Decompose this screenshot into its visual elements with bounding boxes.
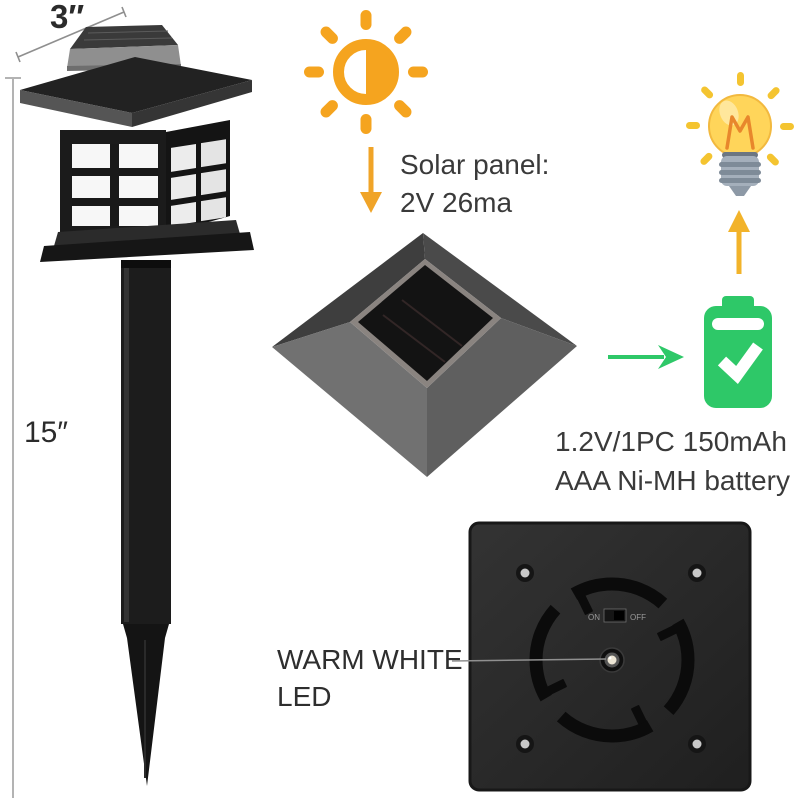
led-pointer-line: [451, 658, 607, 662]
sun-icon: [304, 10, 428, 134]
solar-panel-spec-line1: Solar panel:: [400, 149, 550, 180]
lantern-panes-side: [171, 139, 226, 226]
screw-icons: [516, 564, 706, 753]
pathway-light-illustration: [20, 25, 254, 786]
battery-spec-line1: 1.2V/1PC 150mAh: [555, 426, 787, 457]
solar-panel-spec-text: Solar panel: 2V 26ma: [400, 146, 549, 222]
battery-icon: [704, 296, 772, 408]
width-dimension-label: 3″: [50, 0, 85, 35]
power-switch: ON OFF: [588, 608, 646, 623]
checkmark-icon: [717, 342, 763, 385]
led-indicator: [599, 647, 625, 673]
battery-spec-text: 1.2V/1PC 150mAh AAA Ni-MH battery: [555, 422, 790, 500]
right-arrow-icon: [608, 345, 684, 369]
lantern-base-step: [54, 220, 240, 246]
lantern-base-skirt: [40, 232, 254, 262]
warm-white-led-line1: WARM WHITE: [277, 644, 463, 675]
solar-cap-top: [70, 25, 178, 49]
warm-white-led-label: WARM WHITE LED: [277, 641, 463, 715]
roof-rim-right: [132, 80, 252, 127]
warm-white-led-line2: LED: [277, 681, 332, 712]
roof-rim-left: [20, 90, 132, 127]
up-arrow-icon: [728, 210, 750, 274]
height-dimension-label: 15″: [24, 416, 68, 449]
down-arrow-icon: [360, 147, 382, 213]
solar-cell: [358, 265, 493, 381]
battery-spec-line2: AAA Ni-MH battery: [555, 465, 790, 496]
switch-slider: [614, 611, 624, 620]
switch-off-label: OFF: [630, 613, 646, 622]
solar-panel-spec-line2: 2V 26ma: [400, 187, 513, 218]
switch-on-label: ON: [588, 613, 600, 622]
bottom-panel-illustration: ON OFF: [468, 521, 752, 792]
solar-panel-top-illustration: [272, 233, 577, 477]
width-dimension-line: [15, 6, 127, 63]
pole: [121, 260, 171, 624]
bulb-icon: [686, 72, 794, 196]
height-dimension-line: [5, 77, 21, 798]
roof-top: [20, 57, 252, 113]
